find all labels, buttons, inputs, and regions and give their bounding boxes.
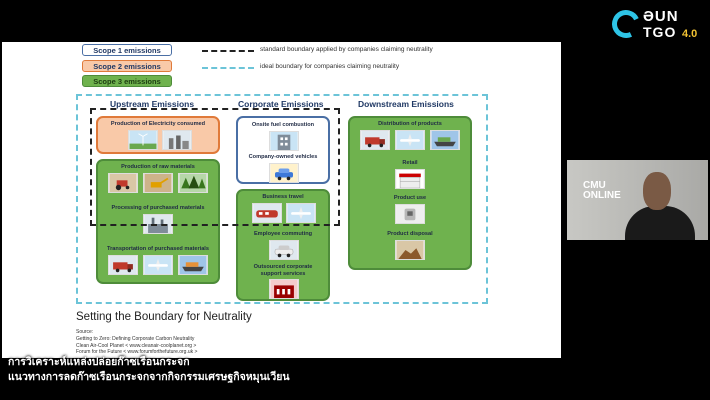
brand-version: 4.0 xyxy=(682,28,698,40)
presenter-head xyxy=(643,172,671,210)
downstream-title: Downstream Emissions xyxy=(358,99,454,109)
cmu-online-logo: CMU ONLINE xyxy=(583,181,621,201)
product-use-label: Product use xyxy=(393,195,427,201)
brand-line1: ƏUN xyxy=(643,8,679,25)
legend-scope1: Scope 1 emissions xyxy=(82,44,172,56)
delivery-truck-icon xyxy=(360,130,390,150)
raw-materials-label: Production of raw materials xyxy=(121,164,195,170)
cargo-ship-icon xyxy=(178,255,208,275)
processing-label: Processing of purchased materials xyxy=(111,205,205,211)
company-vehicles-label: Company-owned vehicles xyxy=(248,154,318,160)
presenter-body xyxy=(625,206,695,240)
retail-store-icon xyxy=(395,169,425,189)
business-plane-icon xyxy=(286,203,316,223)
source-line: Forum for the Future < www.forumforthefu… xyxy=(76,349,198,356)
cmu-logo-line2: ONLINE xyxy=(583,190,621,201)
brand-line2: TGO xyxy=(643,24,677,40)
wind-turbine-icon xyxy=(128,130,158,150)
electricity-box: Production of Electricity consumed xyxy=(96,116,220,154)
ideal-boundary-line xyxy=(202,67,254,69)
forest-icon xyxy=(178,173,208,193)
commuter-car-icon xyxy=(269,240,299,260)
source-line: Source: xyxy=(76,329,94,335)
business-travel-label: Business travel xyxy=(262,194,304,200)
presentation-slide: Scope 1 emissions Scope 2 emissions Scop… xyxy=(2,42,561,358)
transport-label: Transportation of purchased materials xyxy=(107,246,209,252)
upstream-title: Upstream Emissions xyxy=(110,99,195,109)
truck-icon xyxy=(108,255,138,275)
ideal-boundary-label: ideal boundary for companies claiming ne… xyxy=(260,63,400,70)
excavator-icon xyxy=(143,173,173,193)
caption-line1: การวิเคราะห์แหล่งปล่อยก๊าซเรือนกระจก xyxy=(8,356,190,368)
product-use-icon xyxy=(395,204,425,224)
legend-scope2: Scope 2 emissions xyxy=(82,60,172,72)
source-line: Clean Air-Cool Planet < www.cleanair-coo… xyxy=(76,342,197,349)
product-disposal-label: Product disposal xyxy=(387,231,433,237)
presenter-webcam: CMU ONLINE xyxy=(567,160,708,240)
standard-boundary-label: standard boundary applied by companies c… xyxy=(260,46,433,53)
company-car-icon xyxy=(269,163,299,183)
caption-line2: แนวทางการลดก๊าซเรือนกระจกจากกิจกรรมเศรษฐ… xyxy=(8,371,290,383)
standard-boundary xyxy=(90,108,340,226)
services-building-icon xyxy=(269,279,299,299)
train-icon xyxy=(252,203,282,223)
corporate-title: Corporate Emissions xyxy=(238,99,324,109)
power-plant-icon xyxy=(162,130,192,150)
ideal-boundary xyxy=(76,94,488,304)
freight-ship-icon xyxy=(430,130,460,150)
commuting-label: Employee commuting xyxy=(253,231,313,237)
brand-c-icon xyxy=(608,6,644,42)
source-line: Getting to Zero: Defining Corporate Carb… xyxy=(76,335,195,342)
retail-label: Retail xyxy=(402,160,418,166)
brand-logo: ƏUN TGO 4.0 xyxy=(608,6,707,42)
corporate-scope3-box: Business travel Employee commuting Outso… xyxy=(236,189,330,301)
standard-boundary-line xyxy=(202,50,254,52)
corporate-scope1-box: Onsite fuel combustion Company-owned veh… xyxy=(236,116,330,184)
outsourced-label: Outsourced corporate support services xyxy=(253,264,313,277)
cmu-logo-line1: CMU xyxy=(583,180,606,191)
legend-scope3: Scope 3 emissions xyxy=(82,75,172,87)
office-building-icon xyxy=(269,131,299,151)
airplane-icon xyxy=(143,255,173,275)
distribution-label: Distribution of products xyxy=(378,121,442,127)
downstream-box: Distribution of products Retail Product … xyxy=(348,116,472,270)
landfill-icon xyxy=(395,240,425,260)
tractor-icon xyxy=(108,173,138,193)
slide-title: Setting the Boundary for Neutrality xyxy=(76,311,252,323)
slide-source: Source: Getting to Zero: Defining Corpor… xyxy=(76,329,197,356)
electricity-label: Production of Electricity consumed xyxy=(110,121,206,127)
freight-plane-icon xyxy=(395,130,425,150)
video-caption: การวิเคราะห์แหล่งปล่อยก๊าซเรือนกระจก แนว… xyxy=(8,355,608,385)
onsite-fuel-label: Onsite fuel combustion xyxy=(251,122,315,128)
